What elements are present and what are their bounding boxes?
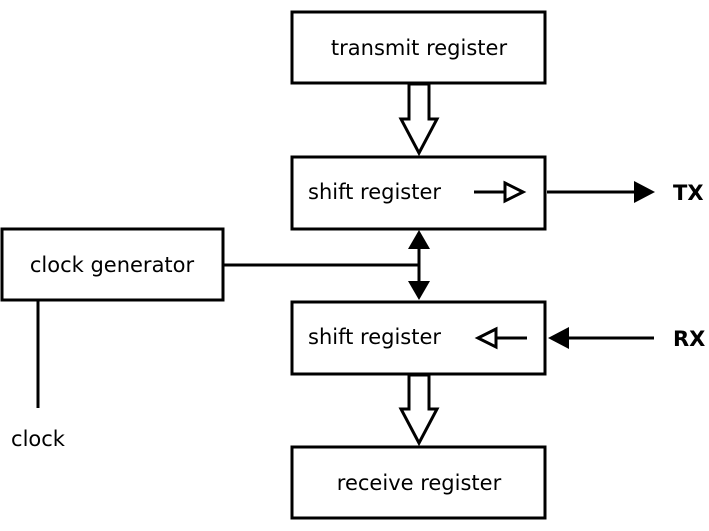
rx-label: RX bbox=[673, 327, 705, 351]
clock-to-tx-shift-arrowhead-icon bbox=[408, 230, 430, 249]
shift-to-receive-hollow-arrow bbox=[398, 373, 440, 447]
clock-generator-label: clock generator bbox=[30, 253, 195, 277]
rx-shift-register-label: shift register bbox=[308, 325, 441, 349]
transmit-to-shift-hollow-arrow bbox=[398, 82, 440, 157]
tx-output-arrowhead-icon bbox=[634, 181, 655, 203]
receive-register-label: receive register bbox=[337, 471, 502, 495]
transmit-register-block: transmit register bbox=[290, 10, 547, 85]
tx-shift-register-label: shift register bbox=[308, 180, 441, 204]
clock-label: clock bbox=[11, 427, 66, 451]
rx-input-arrowhead-icon bbox=[548, 327, 569, 349]
tx-shift-direction-arrowhead-icon bbox=[503, 180, 527, 204]
clock-to-rx-shift-arrowhead-icon bbox=[408, 281, 430, 300]
receive-register-block: receive register bbox=[290, 445, 547, 520]
clock-generator-block: clock generator bbox=[0, 227, 225, 302]
tx-shift-register-block: shift register bbox=[290, 155, 547, 231]
transmit-register-label: transmit register bbox=[331, 36, 508, 60]
tx-label: TX bbox=[673, 181, 704, 205]
rx-shift-direction-arrowhead-icon bbox=[474, 326, 498, 350]
rx-shift-register-block: shift register bbox=[290, 300, 547, 376]
